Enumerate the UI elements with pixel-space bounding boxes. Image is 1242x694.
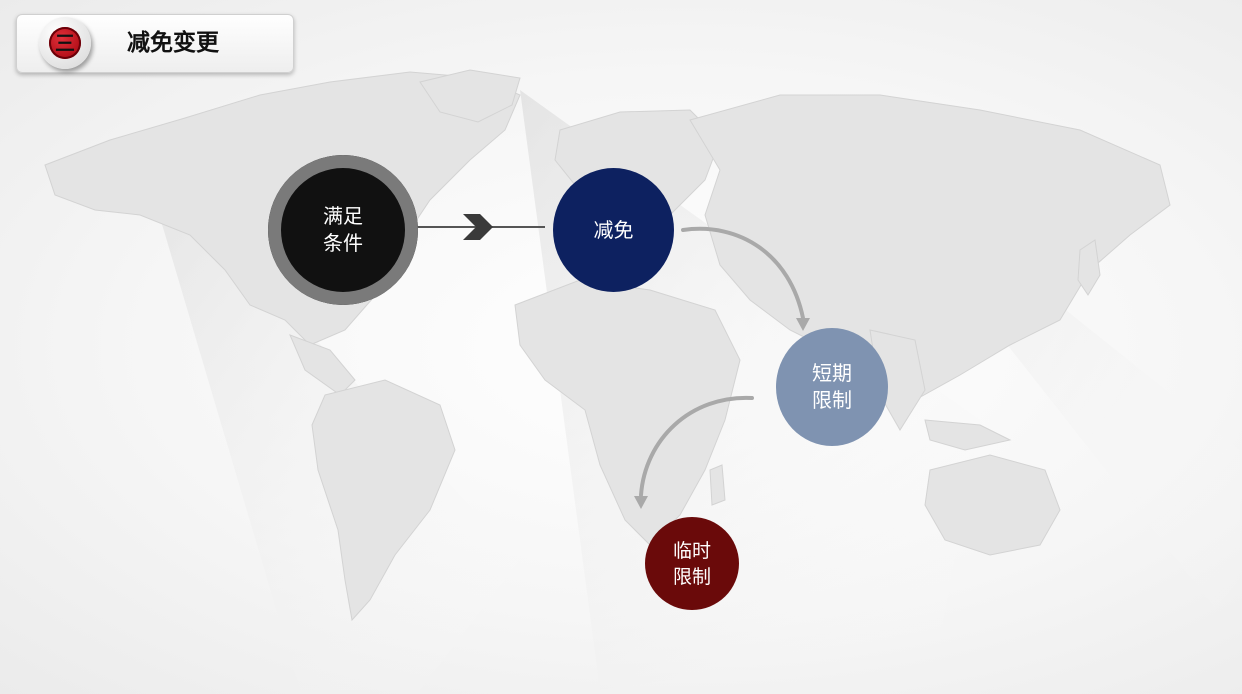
madagascar-shape: [709, 464, 726, 506]
indonesia-shape: [924, 419, 1012, 451]
australia-shape: [924, 454, 1061, 556]
node-temporary: 临时 限制: [645, 517, 739, 610]
node-short-term: 短期 限制: [776, 328, 888, 446]
greenland-shape: [419, 69, 521, 123]
south-america-shape: [311, 379, 456, 622]
central-america-shape: [289, 334, 356, 396]
chevron-arrow-icon: [463, 214, 493, 240]
page-title: 减免变更: [127, 30, 219, 56]
node-condition-label: 满足 条件: [323, 204, 363, 255]
edge-reduction-to-short-term: [681, 226, 805, 320]
node-condition: 满足 条件: [268, 155, 418, 305]
node-temporary-label: 临时 限制: [672, 539, 711, 588]
asia-shape: [689, 94, 1171, 401]
node-reduction-label: 减免: [593, 217, 634, 242]
section-header: 三 减免变更: [16, 14, 294, 73]
arrowhead-icon: [796, 318, 810, 331]
node-short-term-label: 短期 限制: [812, 361, 852, 412]
edge-short-term-to-temporary: [639, 395, 754, 497]
arrowhead-icon: [634, 496, 648, 509]
node-reduction: 减免: [553, 168, 674, 292]
africa-shape: [514, 279, 741, 546]
section-number: 三: [49, 27, 81, 59]
section-number-badge: 三: [39, 17, 91, 69]
japan-shape: [1077, 239, 1101, 296]
